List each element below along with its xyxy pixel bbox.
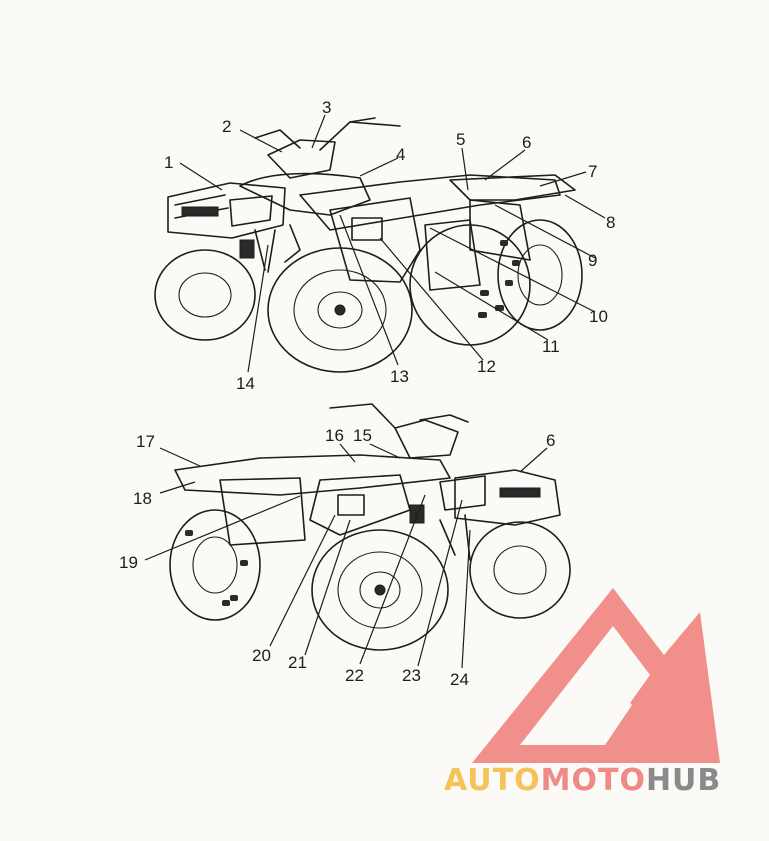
callout-11: 11 (542, 337, 560, 356)
svg-text:AUTOMOTOHUB: AUTOMOTOHUB (444, 763, 721, 798)
callout-14: 14 (236, 374, 255, 393)
callout-15: 15 (353, 426, 372, 445)
callout-8: 8 (606, 213, 615, 232)
callout-1: 1 (164, 153, 173, 172)
atv-top-illustration (154, 117, 583, 373)
callout-17: 17 (136, 432, 155, 451)
callout-24: 24 (450, 670, 469, 689)
watermark-moto: MOTO (541, 763, 646, 798)
callout-5: 5 (456, 130, 465, 149)
callout-10: 10 (589, 307, 608, 326)
bottom-leader-lines (144, 443, 548, 669)
callout-7: 7 (588, 162, 597, 181)
top-leader-lines (179, 114, 606, 373)
callout-18: 18 (133, 489, 152, 508)
callout-3: 3 (322, 98, 331, 117)
callout-6-bottom: 6 (546, 431, 555, 450)
atv-bottom-illustration (169, 403, 571, 651)
callout-23: 23 (402, 666, 421, 685)
callout-21: 21 (288, 653, 307, 672)
callout-12: 12 (477, 357, 496, 376)
watermark-hub: HUB (646, 763, 721, 798)
watermark-auto: AUTO (444, 763, 541, 798)
watermark-triangle-logo (472, 588, 720, 763)
bottom-callout-labels: 17 16 15 6 18 19 20 21 22 23 24 (119, 426, 555, 689)
callout-20: 20 (252, 646, 271, 665)
automotohub-watermark: AUTOMOTOHUB (444, 588, 721, 798)
callout-9: 9 (588, 251, 597, 270)
callout-4: 4 (396, 145, 405, 164)
callout-13: 13 (390, 367, 409, 386)
callout-6: 6 (522, 133, 531, 152)
top-callout-labels: 1 2 3 4 5 6 7 8 9 10 11 12 13 14 (164, 98, 615, 393)
callout-19: 19 (119, 553, 138, 572)
callout-2: 2 (222, 117, 231, 136)
callout-22: 22 (345, 666, 364, 685)
callout-16: 16 (325, 426, 344, 445)
